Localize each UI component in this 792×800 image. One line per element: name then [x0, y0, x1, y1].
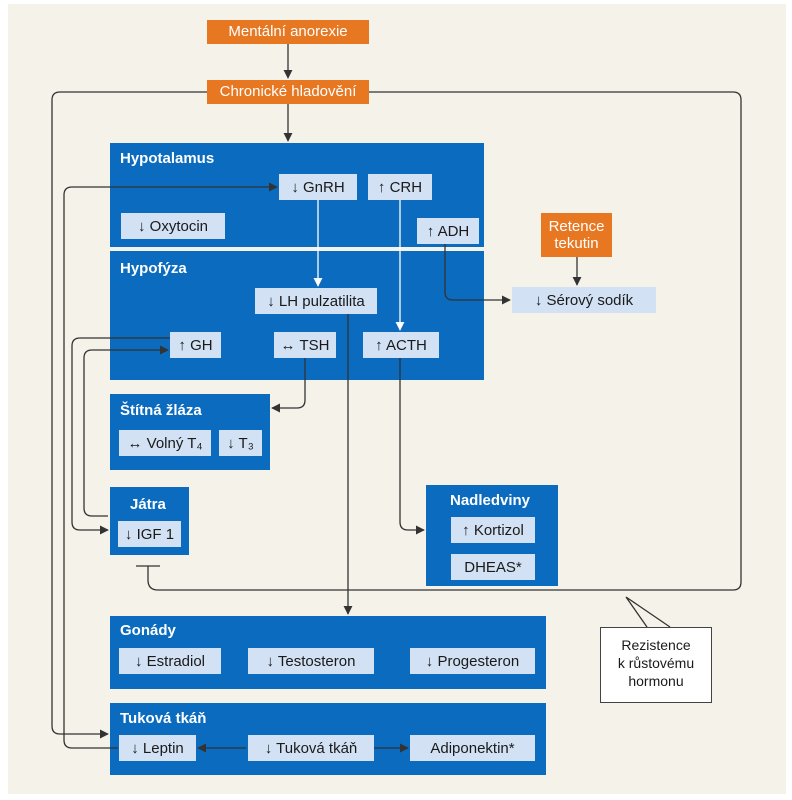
- t3-node: ↓ T₃: [219, 430, 262, 456]
- fat-tissue-node: ↓ Tuková tkáň: [248, 735, 374, 761]
- gh-node: ↑ GH: [170, 332, 221, 358]
- oxytocin-node: ↓ Oxytocin: [121, 213, 225, 239]
- thyroid-title: Štítná žláza: [120, 402, 202, 419]
- serum-sodium-node: ↓ Sérový sodík: [512, 287, 656, 313]
- testosterone-node: ↓ Testosteron: [248, 648, 374, 674]
- gh-resistance-callout: Rezistence k růstovému hormonu: [600, 627, 712, 703]
- adiponectin-node: Adiponektin*: [410, 735, 535, 761]
- liver-title: Játra: [130, 496, 166, 513]
- callout-line-1: Rezistence: [621, 637, 691, 653]
- fluid-retention-label: Retence tekutin: [548, 217, 605, 252]
- hypothalamus-title: Hypotalamus: [120, 150, 215, 167]
- leptin-node: ↓ Leptin: [119, 735, 196, 761]
- lh-node: ↓ LH pulzatilita: [255, 288, 377, 314]
- gnrh-node: ↓ GnRH: [279, 174, 357, 200]
- tsh-node: ↔ TSH: [274, 332, 336, 358]
- dheas-node: DHEAS*: [451, 554, 535, 580]
- free-t4-node: ↔ Volný T₄: [119, 430, 211, 456]
- crh-node: ↑ CRH: [368, 174, 432, 200]
- adipose-title: Tuková tkáň: [120, 710, 207, 727]
- acth-node: ↑ ACTH: [363, 332, 439, 358]
- starvation-box: Chronické hladovění: [207, 80, 369, 104]
- estradiol-node: ↓ Estradiol: [119, 648, 221, 674]
- callout-line-2: k růstovému: [617, 655, 695, 672]
- anorexia-box: Mentální anorexie: [207, 20, 369, 44]
- gonads-title: Gonády: [120, 622, 176, 639]
- igf1-node: ↓ IGF 1: [118, 521, 181, 547]
- callout-line-3: hormonu: [628, 673, 684, 690]
- fluid-retention-box: Retence tekutin: [541, 213, 612, 257]
- cortisol-node: ↑ Kortizol: [451, 517, 535, 543]
- pituitary-title: Hypofýza: [120, 260, 187, 277]
- adh-node: ↑ ADH: [417, 218, 479, 244]
- progesterone-node: ↓ Progesteron: [410, 648, 535, 674]
- adrenals-title: Nadledviny: [450, 492, 531, 509]
